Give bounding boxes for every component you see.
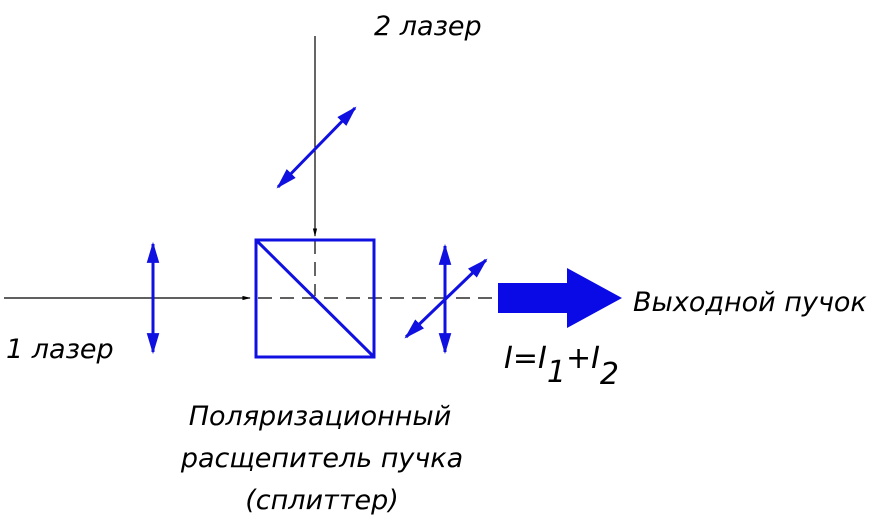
label-splitter-line-3: (сплиттер) [245,485,399,516]
beam-splitter-cube [254,238,376,359]
formula-i: I [504,341,513,376]
formula-sub-2: 2 [600,357,619,392]
label-laser-2: 2 лазер [374,11,482,42]
label-laser-1: 1 лазер [6,334,114,365]
formula-sub-1: 1 [547,355,566,390]
formula-plus-i: +I [566,341,600,376]
label-splitter-line-1: Поляризационный [189,401,452,432]
svg-text:I=I1+I2: I=I1+I2 [504,341,619,392]
beam-splitter-diagonal [254,238,376,359]
formula-eq-i: =I [513,341,547,376]
polarization-arrow-laser-2 [276,106,357,189]
label-splitter-line-2: расщепитель пучка [180,443,463,474]
label-output-beam: Выходной пучок [633,287,867,318]
intensity-formula: I=I1+I2 [504,341,619,392]
output-polarization-diagonal [404,258,488,339]
output-beam-arrow [498,268,622,328]
